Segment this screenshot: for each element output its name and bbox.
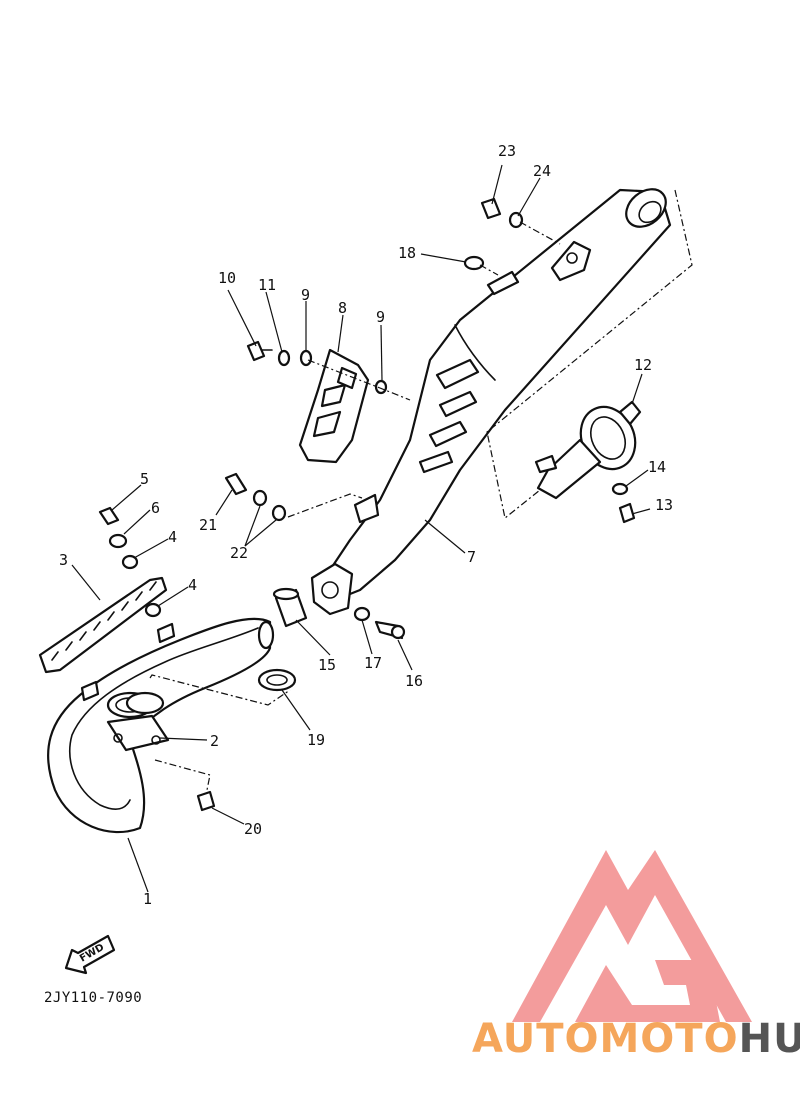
callout-4b: 4 xyxy=(188,576,197,594)
callout-6: 6 xyxy=(151,499,160,517)
part-22-washer-a xyxy=(252,489,268,507)
part-20-bolt xyxy=(196,790,216,812)
part-2-gasket xyxy=(125,691,165,715)
callout-1: 1 xyxy=(143,890,152,908)
callout-5: 5 xyxy=(140,470,149,488)
callout-12: 12 xyxy=(634,356,652,374)
callout-22: 22 xyxy=(230,544,248,562)
brand-text-part2: HUB xyxy=(739,1016,800,1062)
leader-lines xyxy=(71,164,651,893)
callout-21: 21 xyxy=(199,516,217,534)
part-7-silencer xyxy=(310,188,672,616)
watermark-logo xyxy=(512,850,752,1022)
callout-8: 8 xyxy=(338,299,347,317)
part-8-guard xyxy=(298,348,370,464)
callout-labels: 1 2 3 4 4 5 6 7 8 9 9 10 11 12 13 14 15 … xyxy=(59,142,673,908)
part-3-heat-shield xyxy=(38,576,168,674)
callout-2: 2 xyxy=(210,732,219,750)
part-11-washer xyxy=(277,349,291,367)
part-18-clip xyxy=(463,255,485,271)
part-4-collar-a xyxy=(121,554,139,570)
part-9-washer-a xyxy=(299,349,313,367)
brand-text: AUTOMOTOHUB xyxy=(472,1016,800,1062)
part-19-gasket xyxy=(257,668,297,692)
part-10-bolt xyxy=(246,340,273,362)
callout-13: 13 xyxy=(655,496,673,514)
part-24-washer xyxy=(508,211,524,229)
callout-9a: 9 xyxy=(301,286,310,304)
part-9-washer-b xyxy=(374,379,388,395)
logo-triangle-outer xyxy=(512,850,752,1022)
part-16-bolt xyxy=(374,620,406,640)
callout-24: 24 xyxy=(533,162,551,180)
part-4-collar-b xyxy=(144,602,162,618)
part-17-washer xyxy=(353,606,371,622)
part-21-bolt xyxy=(224,472,248,496)
part-6-washer xyxy=(108,533,128,549)
callout-4a: 4 xyxy=(168,528,177,546)
part-5-bolt xyxy=(98,506,120,526)
callout-20: 20 xyxy=(244,820,262,838)
fwd-arrow-icon: FWD xyxy=(64,934,116,975)
part-14-washer xyxy=(611,482,629,496)
callout-10: 10 xyxy=(218,269,236,287)
callout-23: 23 xyxy=(498,142,516,160)
part-23-bolt xyxy=(480,197,502,220)
part-15-sleeve xyxy=(272,587,308,628)
assembly-lines xyxy=(149,189,693,791)
callout-19: 19 xyxy=(307,731,325,749)
callout-9b: 9 xyxy=(376,308,385,326)
callout-15: 15 xyxy=(318,656,336,674)
logo-triangle-inner xyxy=(575,960,720,1022)
callout-17: 17 xyxy=(364,654,382,672)
callout-18: 18 xyxy=(398,244,416,262)
callout-16: 16 xyxy=(405,672,423,690)
callout-3: 3 xyxy=(59,551,68,569)
callout-14: 14 xyxy=(648,458,666,476)
brand-text-part1: AUTOMOTO xyxy=(472,1016,739,1062)
callout-7: 7 xyxy=(467,548,476,566)
diagram-code: 2JY110-7090 xyxy=(44,990,142,1006)
part-22-washer-b xyxy=(271,504,287,522)
part-12-tail-pipe xyxy=(534,400,642,500)
part-13-screw xyxy=(618,502,636,524)
callout-11: 11 xyxy=(258,276,276,294)
